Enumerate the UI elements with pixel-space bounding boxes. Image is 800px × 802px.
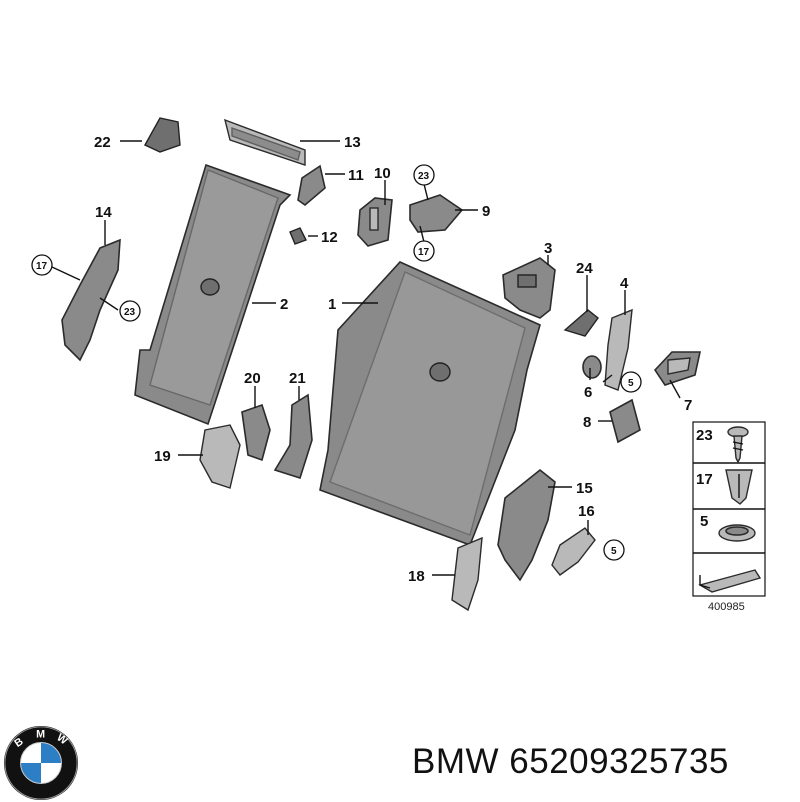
circled-callout-17-top: 17 — [418, 247, 430, 258]
part-10-hinge — [357, 197, 393, 247]
callout-11: 11 — [348, 167, 364, 184]
callout-19: 19 — [154, 448, 171, 465]
part-4-lever — [604, 308, 633, 391]
callout-15: 15 — [576, 480, 593, 497]
part-15-trim — [497, 468, 556, 582]
part-2-backrest-panel — [134, 163, 292, 426]
circled-callout-5-bottom: 5 — [611, 546, 617, 557]
grommet-icon — [718, 524, 756, 542]
part-11-bracket — [297, 164, 326, 207]
callout-12: 12 — [321, 229, 338, 246]
callout-21: 21 — [289, 370, 306, 387]
part-24-cover — [563, 309, 599, 337]
callout-18: 18 — [408, 568, 425, 585]
part-number: 65209325735 — [509, 742, 729, 781]
circled-callout-17-left: 17 — [36, 261, 48, 272]
part-1-backrest-panel — [319, 261, 541, 547]
legend-label-17: 17 — [696, 471, 713, 488]
legend-label-5: 5 — [700, 513, 708, 530]
callout-14: 14 — [95, 204, 112, 221]
clip-nut-icon — [725, 469, 753, 505]
part-18-trim — [451, 536, 483, 612]
callout-13: 13 — [344, 134, 361, 151]
screw-icon — [727, 426, 749, 464]
part-22-cap — [144, 117, 181, 153]
callout-20: 20 — [244, 370, 261, 387]
circled-callout-5-right: 5 — [628, 378, 634, 389]
part-caption: BMW 65209325735 — [412, 742, 729, 782]
callout-7: 7 — [684, 397, 692, 414]
callout-22: 22 — [94, 134, 111, 151]
callout-8: 8 — [583, 414, 591, 431]
part-21-bracket — [273, 393, 313, 480]
leader-lines — [51, 140, 681, 576]
circled-callout-23-top: 23 — [418, 171, 430, 182]
callout-labels: 22 13 11 12 10 9 14 2 1 3 24 4 6 7 8 20 … — [94, 134, 692, 585]
callout-24: 24 — [576, 260, 593, 277]
svg-text:M: M — [36, 729, 45, 741]
legend-label-23: 23 — [696, 427, 713, 444]
callout-9: 9 — [482, 203, 490, 220]
part-13-trim-strip — [223, 118, 306, 166]
brand-name: BMW — [412, 742, 500, 781]
callout-6: 6 — [584, 384, 592, 401]
callout-1: 1 — [328, 296, 336, 313]
fastener-legend: 23 17 5 400985 — [692, 421, 766, 613]
part-14-side-trim — [61, 238, 121, 362]
arrow-icon — [698, 569, 762, 593]
part-6-grommet — [582, 355, 602, 379]
callout-10: 10 — [374, 165, 391, 182]
part-9-cover — [409, 194, 464, 233]
circled-callout-23-left: 23 — [124, 307, 136, 318]
part-19-cover — [199, 424, 241, 489]
part-7-handle-trim — [653, 351, 701, 386]
reference-number: 400985 — [708, 601, 745, 613]
part-16-cover — [551, 527, 596, 576]
part-20-bracket — [241, 403, 271, 462]
callout-3: 3 — [544, 240, 552, 257]
callout-2: 2 — [280, 296, 288, 313]
part-3-bezel — [502, 257, 556, 319]
callout-4: 4 — [620, 275, 629, 292]
callout-16: 16 — [578, 503, 595, 520]
bmw-logo: B M W — [3, 725, 79, 801]
circled-callouts: 17 23 23 17 5 5 — [31, 164, 642, 561]
part-12-clip — [289, 227, 307, 245]
part-8-bracket — [609, 398, 641, 444]
